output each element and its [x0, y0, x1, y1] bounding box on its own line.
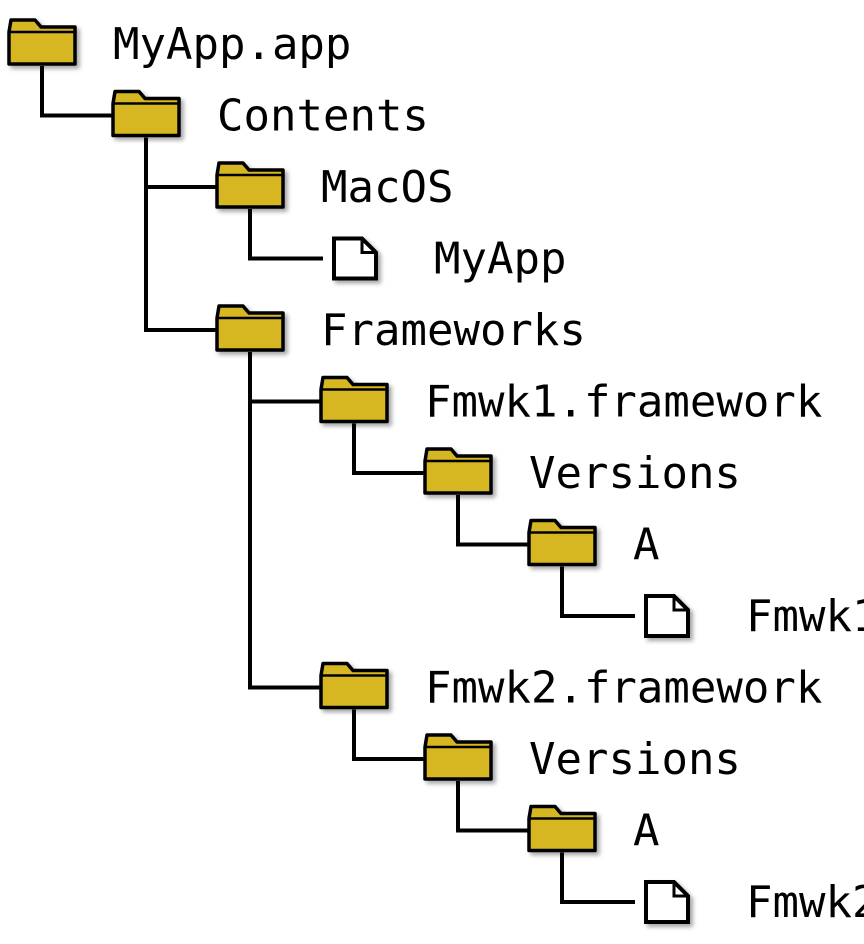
connector-line [248, 352, 323, 690]
folder-icon [423, 733, 493, 781]
file-node: Fmwk1 [644, 591, 864, 642]
folder-node: Contents [111, 89, 429, 142]
folder-icon [527, 804, 597, 853]
file-label: Fmwk2 [746, 877, 864, 928]
folder-node: MacOS [215, 161, 453, 213]
folder-label: Versions [529, 448, 741, 499]
folder-icon [527, 518, 597, 567]
folder-icon [215, 161, 285, 209]
folder-node: A [527, 804, 660, 857]
folder-icon [319, 661, 389, 710]
connector-line [352, 423, 427, 475]
connector-line [40, 66, 115, 118]
folder-node: Versions [423, 733, 741, 785]
connector-line [560, 566, 635, 618]
file-node: Fmwk2 [644, 877, 864, 928]
folder-label: A [633, 806, 660, 857]
file-icon [644, 880, 690, 924]
folder-label: Fmwk1.framework [425, 377, 822, 428]
connector-line [248, 209, 323, 261]
file-fold-line [672, 596, 688, 612]
connector-line [456, 781, 531, 833]
folder-icon [7, 18, 77, 66]
folder-node: A [527, 518, 660, 571]
folder-icon [423, 447, 493, 495]
folder-icon [111, 89, 181, 138]
folder-label: Contents [217, 91, 429, 142]
connector-line [560, 852, 635, 904]
connector-line [144, 137, 219, 189]
tree-connectors [40, 66, 635, 904]
connector-line [248, 352, 323, 404]
folder-icon [215, 304, 285, 352]
file-label: Fmwk1 [746, 591, 864, 642]
folder-label: A [633, 520, 660, 571]
folder-node: Fmwk1.framework [319, 375, 822, 428]
folder-node: Fmwk2.framework [319, 661, 822, 714]
connector-line [144, 137, 219, 332]
folder-label: Versions [529, 734, 741, 785]
folder-icon [319, 375, 389, 424]
folder-label: Frameworks [321, 305, 586, 356]
folder-node: MyApp.app [7, 18, 351, 70]
file-icon [644, 594, 690, 638]
connector-line [456, 495, 531, 547]
folder-label: Fmwk2.framework [425, 663, 822, 714]
file-fold-line [360, 238, 376, 254]
connector-line [352, 709, 427, 761]
file-label: MyApp [434, 234, 566, 285]
file-icon [332, 236, 378, 281]
file-fold-line [672, 882, 688, 898]
folder-label: MacOS [321, 162, 453, 213]
folder-label: MyApp.app [113, 19, 351, 70]
file-node: MyApp [332, 234, 566, 285]
folder-node: Versions [423, 447, 741, 499]
folder-node: Frameworks [215, 304, 586, 356]
